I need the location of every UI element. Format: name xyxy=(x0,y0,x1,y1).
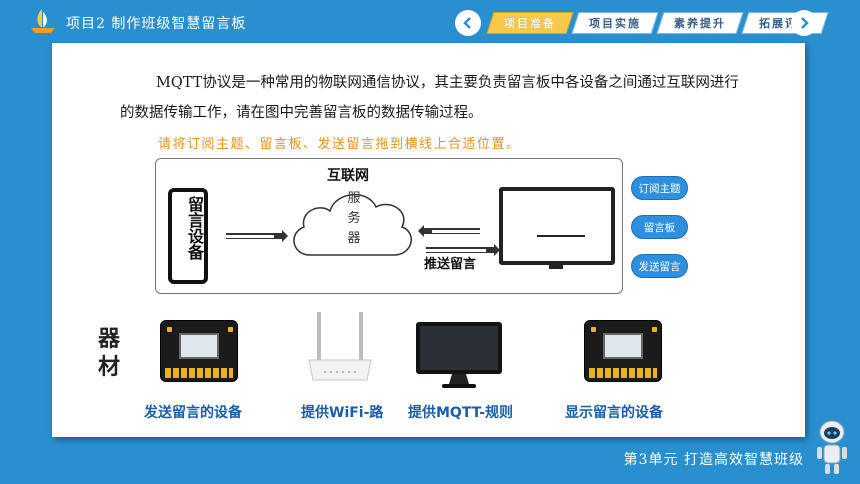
chevron-right-icon xyxy=(801,17,809,29)
blank-line-subscribe[interactable] xyxy=(432,228,480,237)
chip-subscribe-topic[interactable]: 订阅主题 xyxy=(631,176,688,200)
equipment-label: 发送留言的设备 xyxy=(144,405,242,421)
sailboat-logo-icon xyxy=(31,9,55,33)
wifi-router-icon xyxy=(308,312,372,381)
push-message-label: 推送留言 xyxy=(424,257,477,272)
project-title: 项目2 制作班级智慧留言板 xyxy=(66,16,247,32)
microbit-board-icon xyxy=(584,320,662,382)
phone-device: 留言设备 xyxy=(168,188,208,284)
monitor-icon xyxy=(416,322,502,388)
cloud-server-icon xyxy=(293,193,412,256)
prev-page-button[interactable] xyxy=(455,10,481,36)
equipment-label: 显示留言的设备 xyxy=(565,405,663,421)
equipment-label: 提供MQTT-规则 xyxy=(408,405,514,421)
internet-label: 互联网 xyxy=(327,168,369,184)
robot-mascot-icon xyxy=(817,420,847,474)
push-arrow-shaft xyxy=(426,247,486,256)
arrow-left-icon xyxy=(418,225,432,237)
arrow-right-icon xyxy=(486,244,500,256)
unit-footer: 第3单元 打造高效智慧班级 xyxy=(623,452,804,468)
section-tabs: 项目准备 项目实施 素养提升 拓展评价 xyxy=(486,12,829,34)
intro-paragraph: MQTT协议是一种常用的物联网通信协议，其主要负责留言板中各设备之间通过互联网进… xyxy=(120,75,739,121)
data-flow-diagram: 留言设备 互联网 服务器 推送留言 xyxy=(155,158,623,294)
drag-instruction: 请将订阅主题、留言板、发送留言拖到横线上合适位置。 xyxy=(158,137,521,152)
phone-label: 留言设备 xyxy=(185,196,204,260)
server-label: 服务器 xyxy=(347,191,361,246)
tab-project-prep[interactable]: 项目准备 xyxy=(486,12,574,34)
display-board-monitor xyxy=(499,187,615,265)
monitor-stand xyxy=(549,265,563,269)
blank-line-send[interactable] xyxy=(226,233,274,242)
blank-line-board[interactable] xyxy=(537,235,585,237)
chevron-left-icon xyxy=(463,17,471,29)
chip-message-board[interactable]: 留言板 xyxy=(631,215,688,239)
equipment-title: 器材 xyxy=(98,327,121,380)
equipment-label: 提供WiFi-路 xyxy=(301,405,384,421)
next-page-button[interactable] xyxy=(791,10,817,36)
tab-literacy-improvement[interactable]: 素养提升 xyxy=(656,12,744,34)
tab-project-implementation[interactable]: 项目实施 xyxy=(571,12,659,34)
microbit-board-icon xyxy=(160,320,238,382)
chip-send-message[interactable]: 发送留言 xyxy=(631,254,688,278)
content-card: MQTT协议是一种常用的物联网通信协议，其主要负责留言板中各设备之间通过互联网进… xyxy=(52,43,805,437)
arrow-right-icon xyxy=(274,230,288,242)
